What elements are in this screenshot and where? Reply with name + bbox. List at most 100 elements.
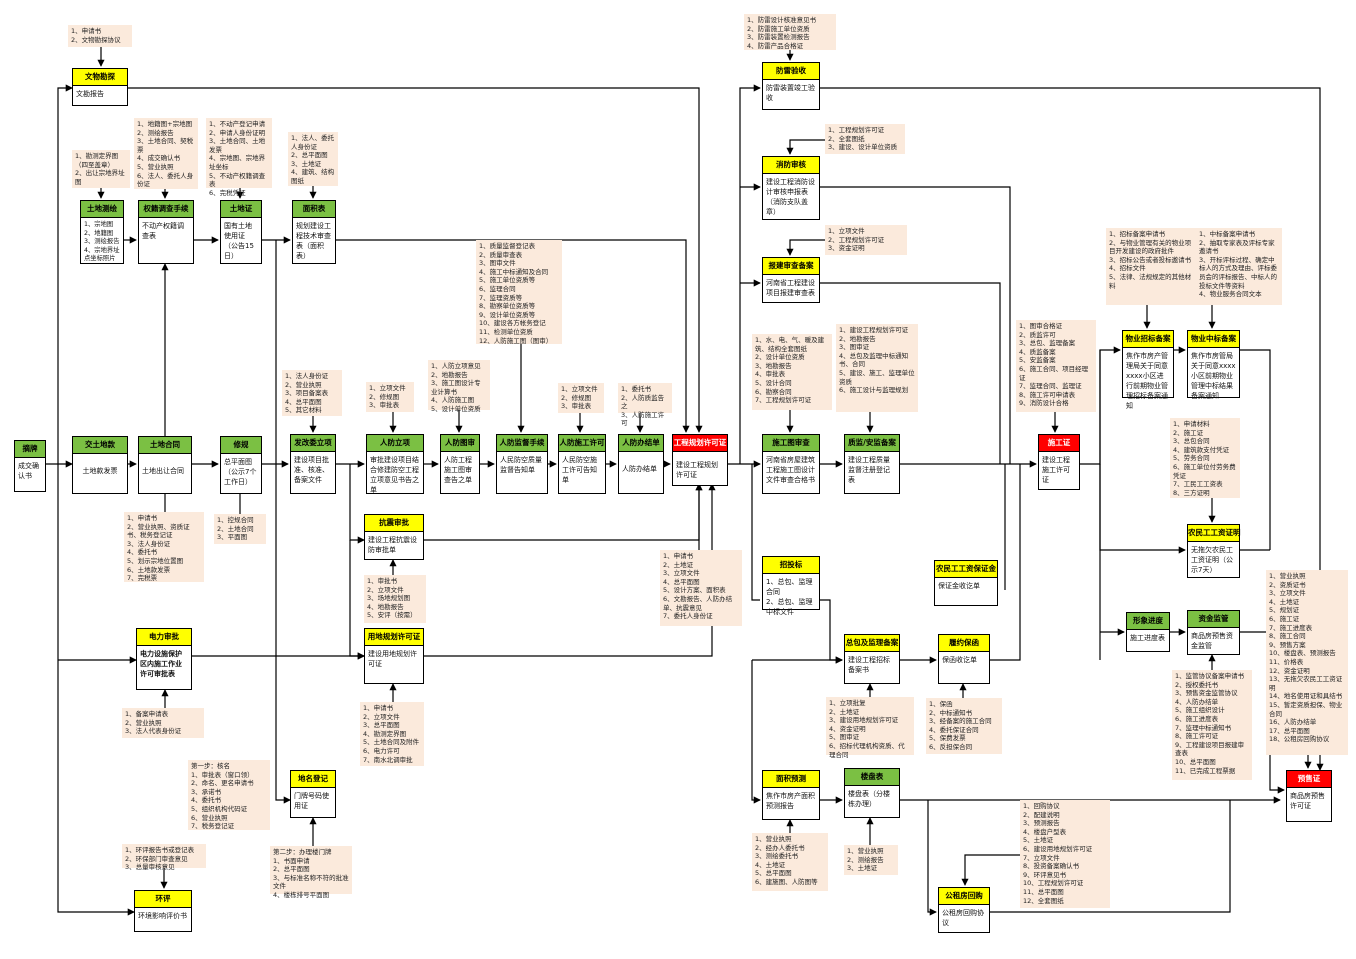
node-body: 商品房预售许可证	[1290, 792, 1325, 810]
note-xiaofang: 1、工程规划许可证 2、全套图纸 3、建设、设计单位资质	[825, 124, 905, 154]
node-huanping: 环评 环境影响评价书	[134, 890, 192, 932]
node-body: 建设工程质量监督注册登记表	[848, 456, 890, 484]
node-renfanglixiang: 人防立项 审批建设项目结合修建防空工程立项意见书告之单	[366, 434, 424, 494]
node-body: 建设工程消防设计审核申报表（消防支队盖章）	[766, 178, 815, 216]
node-tudizheng: 土地证 国有土地使用证（公告15日）	[220, 200, 262, 264]
node-body: 焦作市房产面积预测报告	[766, 792, 815, 810]
node-tudicehui: 土地测绘 1、宗地图 2、地籍图 3、测绘报告 4、宗地界址点坐标照片	[80, 200, 124, 264]
node-wuyezhongbiao: 物业中标备案 焦作市房管局关于同意xxxx小区前期物业管理中标结果备案通知	[1187, 330, 1240, 400]
node-jiaotu: 交土地款 土地款发票	[72, 436, 128, 494]
note-zongbao: 1、立项批复 2、土地证 3、建设用地规划许可证 4、资金证明 5、图审证 6、…	[826, 697, 914, 759]
node-title: 质监/安监备案	[845, 435, 899, 452]
node-mianjiyuce: 面积预测 焦作市房产面积预测报告	[762, 770, 820, 820]
node-body: 人民防空质量监督告知单	[500, 456, 542, 474]
node-gongchengguihua: 工程规划许可证 建设工程规划许可证	[672, 434, 728, 486]
node-shigongtu: 施工图审查 河南省房屋建筑工程施工图设计文件审查合格书	[762, 434, 820, 494]
note-xiugui: 1、控规合同 2、土地合同 3、平面图	[214, 514, 266, 544]
node-body: 保证金收讫单	[938, 582, 980, 590]
node-nongmingongbaozheng: 农民工工资保证金 保证金收讫单	[934, 560, 998, 606]
node-renfangjieban: 人防办结单 人防办结单	[618, 434, 664, 494]
node-nongmingong: 农民工工资证明 无拖欠农民工工资证明（公示7天）	[1187, 524, 1241, 578]
note-diming1: 第一步：核名 1、审批表（窗口领） 2、命名、更名申请书 3、承诺书 4、委托书…	[188, 760, 270, 830]
note-gongzuhuigou: 1、回购协议 2、配建说明 3、预测报告 4、楼盘户型表 5、土地证 6、建设用…	[1020, 800, 1110, 908]
note-quanshu: 1、地籍图+宗地图 2、测绘报告 3、土地合同、契税票 4、成交确认书 5、营业…	[134, 118, 198, 189]
node-body: 河南省工程建设项目报建审查表	[766, 279, 815, 297]
note-lvyue: 1、保函 2、中标通知书 3、经备案的施工合同 4、委托保证合同 5、保费发票 …	[926, 698, 1002, 754]
node-body: 国有土地使用证（公告15日）	[224, 222, 254, 260]
node-title: 报建审查备案	[763, 258, 819, 275]
note-zijinjianguan: 1、监管协议备案申请书 2、授权委托书 3、预售资金监管协议 4、人防办结单 5…	[1172, 670, 1252, 780]
node-title: 农民工工资证明	[1188, 525, 1241, 542]
node-title: 物业中标备案	[1188, 331, 1239, 348]
node-diming: 地名登记 门牌号码使用证	[290, 770, 336, 818]
node-zhijian: 质监/安监备案 建设工程质量监督注册登记表	[844, 434, 900, 494]
node-body: 无拖欠农民工工资证明（公示7天）	[1191, 546, 1233, 574]
node-body: 焦作市房产管理局关于同意xxxx小区进行前期物业管理招标备案通知	[1126, 352, 1168, 410]
node-renfangshigong: 人防施工许可 人民防空施工许可告知单	[558, 434, 606, 494]
node-body: 土地款发票	[82, 467, 118, 475]
node-body: 商品房预售资金监管	[1191, 632, 1233, 650]
node-xiaofang: 消防审核 建设工程消防设计审核申报表（消防支队盖章）	[762, 156, 820, 220]
node-kangzhen: 抗震审批 建设工程抗震设防审批单	[364, 514, 424, 560]
node-dianli: 电力审批 电力设施保护区内施工作业许可审批表	[136, 628, 192, 690]
node-title: 消防审核	[763, 157, 819, 174]
note-gongchengguihua: 1、申请书 2、土地证 3、立项文件 4、总平面图 5、设计方案、面积表 6、文…	[660, 550, 742, 626]
note-tudicehui: 1、勘测定界图（四至盖章） 2、出让宗地界址图	[72, 150, 130, 188]
node-body: 不动产权籍调查表	[142, 222, 184, 240]
node-body: 电力设施保护区内施工作业许可审批表	[140, 650, 182, 678]
node-body: 焦作市房管局关于同意xxxx小区前期物业管理中标结果备案通知	[1191, 352, 1236, 400]
node-quanshu: 权籍调查手续 不动产权籍调查表	[138, 200, 194, 264]
node-lvyue: 履约保函 保函收讫单	[938, 634, 990, 684]
node-mianjibiao: 面积表 规划建设工程技术审查表（面积表）	[292, 200, 336, 264]
node-body: 环境影响评价书	[138, 912, 187, 920]
node-wuyezhaobiao: 物业招标备案 焦作市房产管理局关于同意xxxx小区进行前期物业管理招标备案通知	[1122, 330, 1174, 410]
note-renfangshigong: 1、立项文件 2、修规图 3、审批表	[558, 383, 604, 413]
node-title: 履约保函	[939, 635, 989, 652]
node-title: 工程规划许可证	[673, 435, 727, 452]
node-zhaotoubiao: 招投标 1、总包、监理合同 2、总包、监理中标文件	[762, 556, 820, 616]
node-title: 公租房回购	[939, 888, 989, 905]
note-fanglei: 1、防雷设计核准意见书 2、防雷施工单位资质 3、防雷装置检测报告 4、防雷产品…	[744, 14, 836, 50]
node-title: 防雷验收	[763, 63, 819, 80]
node-title: 土地合同	[139, 437, 191, 454]
node-body: 门牌号码使用证	[294, 792, 329, 810]
note-wenwu: 1、申请书 2、文物勘探协议	[68, 25, 132, 47]
node-title: 施工证	[1039, 435, 1079, 452]
node-zongbao: 总包及监理备案 建设工程招标备案书	[844, 634, 900, 684]
node-wenwu: 文物勘探 文勘报告	[72, 68, 128, 106]
note-kangzhen: 1、审批书 2、立项文件 3、场地规划图 4、地勘报告 5、安评（按需）	[364, 575, 426, 623]
note-yongdiguihua: 1、申请书 2、立项文件 3、总平面图 4、勘测定界图 5、土地合同及附件 6、…	[360, 702, 424, 766]
node-body: 建设工程抗震设防审批单	[368, 536, 417, 554]
node-title: 人防施工许可	[559, 435, 605, 452]
note-shigongtu: 1、水、电、气、暖及建筑、结构全套图纸 2、设计单位资质 3、地勘报告 4、审批…	[752, 334, 832, 410]
node-title: 人防监督手续	[497, 435, 547, 452]
node-body: 楼盘表（分楼栋办理）	[848, 790, 890, 808]
node-title: 人防立项	[367, 435, 423, 452]
node-body: 人防办结单	[622, 465, 657, 473]
node-yushouzheng: 预售证 商品房预售许可证	[1286, 770, 1332, 822]
node-body: 审批建设项目结合修建防空工程立项意见书告之单	[370, 456, 419, 494]
node-fagai: 发改委立项 建设项目批准、核准、备案文件	[290, 434, 336, 494]
note-nongmingong: 1、申请材料 2、施工证 3、总包合同 4、建筑款支付凭证 5、劳务合同 6、施…	[1170, 418, 1240, 498]
node-title: 摘牌	[15, 441, 45, 458]
note-tudihetong: 1、申请书 2、营业执照、资质证书、税务登记证 3、法人身份证 4、委托书 5、…	[124, 512, 204, 582]
node-body: 河南省房屋建筑工程施工图设计文件审查合格书	[766, 456, 815, 484]
note-fagai: 1、法人身份证 2、营业执照 3、项目备案表 4、总平面图 5、其它材料	[282, 370, 342, 416]
node-body: 文勘报告	[76, 90, 104, 98]
node-gongzuhuigou: 公租房回购 公租房回购协议	[938, 887, 990, 933]
node-title: 总包及监理备案	[845, 635, 899, 652]
note-loupanbiao: 1、营业执照 2、测绘报告 3、土地证	[844, 845, 898, 875]
node-body: 人民防空施工许可告知单	[562, 456, 597, 484]
node-body: 建设工程规划许可证	[676, 461, 718, 479]
note-tudizheng: 1、不动产登记申请 2、申请人身份证明 3、土地合同、土地发票 4、宗地图、宗地…	[206, 118, 272, 197]
note-renfanglixiang: 1、立项文件 2、修规图 3、审批表	[366, 382, 414, 412]
node-title: 施工图审查	[763, 435, 819, 452]
note-renfangjieban: 1、委托书 2、人防质监告之 3、人防施工许可	[618, 383, 672, 427]
node-body: 1、宗地图 2、地籍图 3、测绘报告 4、宗地界址点坐标照片	[84, 221, 120, 262]
node-title: 物业招标备案	[1123, 331, 1173, 348]
node-shigongzheng: 施工证 建设工程施工许可证	[1038, 434, 1080, 490]
node-fanglei: 防雷验收 防雷装置竣工验收	[762, 62, 820, 110]
node-title: 预售证	[1287, 771, 1331, 788]
node-body: 施工进度表	[1130, 634, 1165, 642]
